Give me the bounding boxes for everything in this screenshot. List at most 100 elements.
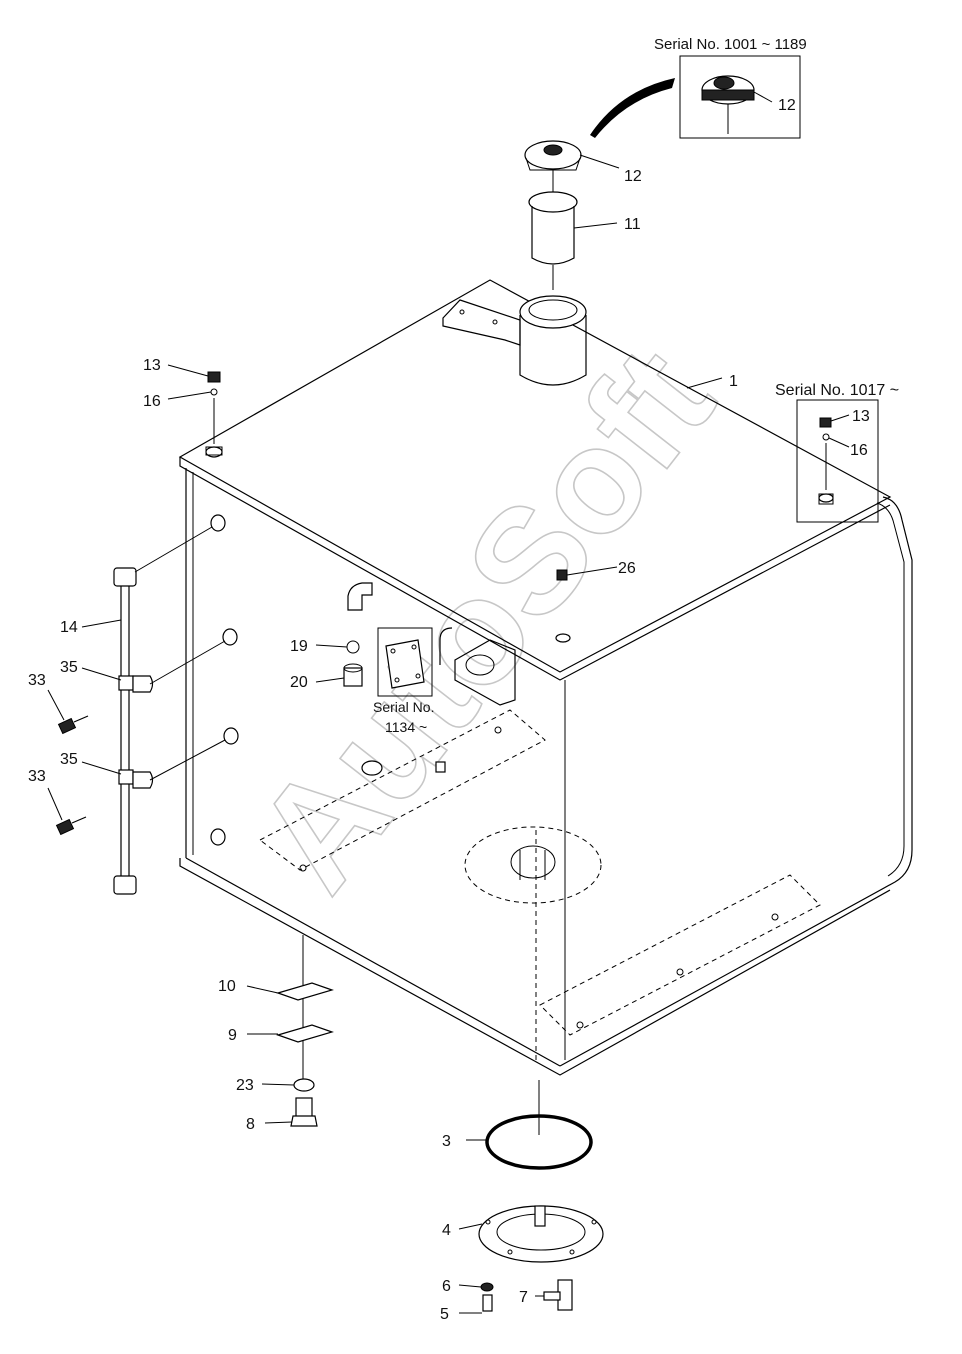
filler-bracket (442, 299, 521, 346)
leader-11 (573, 222, 618, 229)
callout-33a: 33 (28, 672, 46, 689)
callout-26: 26 (618, 560, 636, 577)
callout-20: 20 (290, 674, 308, 691)
serial-note-1134-line2: 1134 ~ (385, 719, 427, 735)
cover-hole (507, 1249, 513, 1255)
leader-13 (167, 364, 209, 377)
detail-arrow (590, 78, 675, 138)
clamp-ear-35 (132, 771, 154, 789)
bolt-5 (482, 1294, 493, 1312)
baffle-hole (299, 864, 307, 872)
leader-13-detail (830, 414, 850, 422)
serial-note-1134-line1: Serial No. (373, 699, 434, 715)
filler-cap-center (543, 144, 563, 156)
plug-13 (207, 371, 221, 383)
oring-3 (485, 1114, 593, 1170)
side-boss (223, 727, 239, 745)
callout-13-detail: 13 (852, 408, 870, 425)
callout-19: 19 (290, 638, 308, 655)
leader-12-detail (753, 91, 773, 103)
leader-1 (686, 377, 723, 389)
callout-13: 13 (143, 357, 161, 374)
bent-pipe (439, 627, 453, 665)
callout-5: 5 (440, 1306, 449, 1323)
callout-1: 1 (729, 373, 738, 390)
bolt-8-head (290, 1115, 318, 1127)
tank-right-inner (876, 502, 905, 877)
plug-20-top (343, 663, 363, 673)
leader-26 (566, 566, 618, 576)
leader-14 (81, 619, 122, 628)
tank-bottom-inner (185, 857, 561, 1067)
detail-cap-center (713, 76, 735, 90)
bottom-mount-assembly (276, 935, 334, 1127)
cover-plate-detail: Serial No. 1134 ~ (373, 627, 434, 735)
tank-top-plate (178, 279, 892, 673)
washer-16-detail (822, 433, 830, 441)
leader-12 (579, 154, 620, 169)
internal-baffle-left (259, 709, 546, 871)
bracket-hole (459, 309, 465, 315)
filler-assembly: Serial No. 1001 ~ 1189 (524, 36, 807, 290)
callout-10: 10 (218, 978, 236, 995)
filler-cap-skirt (525, 157, 581, 171)
callout-33b: 33 (28, 768, 46, 785)
cover-plate (385, 639, 425, 689)
filler-neck-bore (528, 299, 578, 321)
baffle-hole (676, 968, 684, 976)
callout-35b: 35 (60, 751, 78, 768)
shim-9 (276, 1024, 334, 1043)
elbow-fitting (347, 582, 373, 611)
callout-7: 7 (519, 1289, 528, 1306)
bolt-33-shank (71, 816, 87, 824)
callout-9: 9 (228, 1027, 237, 1044)
callout-16: 16 (143, 393, 161, 410)
level-gauge-tube (120, 575, 130, 882)
internal-nut (435, 761, 446, 773)
cover-plate-hole (415, 673, 421, 679)
leader-16-detail (828, 437, 850, 448)
callout-12: 12 (624, 168, 642, 185)
callout-12-detail: 12 (778, 97, 796, 114)
gauge-clamp (118, 769, 134, 785)
detail-box-1134 (377, 627, 433, 697)
internal-baffle-right (539, 874, 821, 1036)
leader-16 (167, 391, 212, 400)
drain-cover-stud (534, 1205, 546, 1227)
washer-23 (293, 1078, 315, 1092)
cover-hole (569, 1249, 575, 1255)
gauge-axis (149, 640, 226, 685)
bottom-flange (464, 826, 602, 904)
bottom-flange-pipe (519, 850, 546, 880)
boss-detail (818, 493, 834, 503)
leader-33a (47, 689, 65, 721)
strainer-rim (528, 191, 578, 213)
leader-33b (47, 787, 63, 821)
detail-box-1017 (796, 399, 879, 523)
cover-hole (485, 1219, 491, 1225)
shim-10 (276, 982, 334, 1001)
callout-numbers: 1 3 4 5 6 7 8 9 10 11 12 12 13 13 14 16 … (28, 97, 870, 1323)
side-boss (222, 628, 238, 646)
leader-35b (81, 761, 122, 775)
top-boss-left-body (205, 446, 223, 456)
callout-3: 3 (442, 1133, 451, 1150)
left-plug-assembly (207, 371, 221, 444)
bolt-33 (57, 717, 77, 735)
washer-6 (480, 1282, 494, 1292)
bracket-hole (492, 319, 498, 325)
detail-cap-knurl (701, 89, 755, 101)
gauge-top-fitting (113, 567, 137, 587)
tank-body (178, 279, 913, 1076)
gauge-bottom-fitting (113, 875, 137, 895)
baffle-hole (494, 726, 502, 734)
tank-bottom-edge (179, 858, 891, 1076)
leader-4 (458, 1223, 483, 1230)
cover-plate-hole (390, 648, 396, 654)
watermark: AutoSoft (222, 317, 746, 921)
cover-hole (591, 1219, 597, 1225)
drain-assembly (478, 1080, 604, 1312)
side-bracket-hole (465, 654, 495, 676)
side-boss (210, 828, 226, 846)
